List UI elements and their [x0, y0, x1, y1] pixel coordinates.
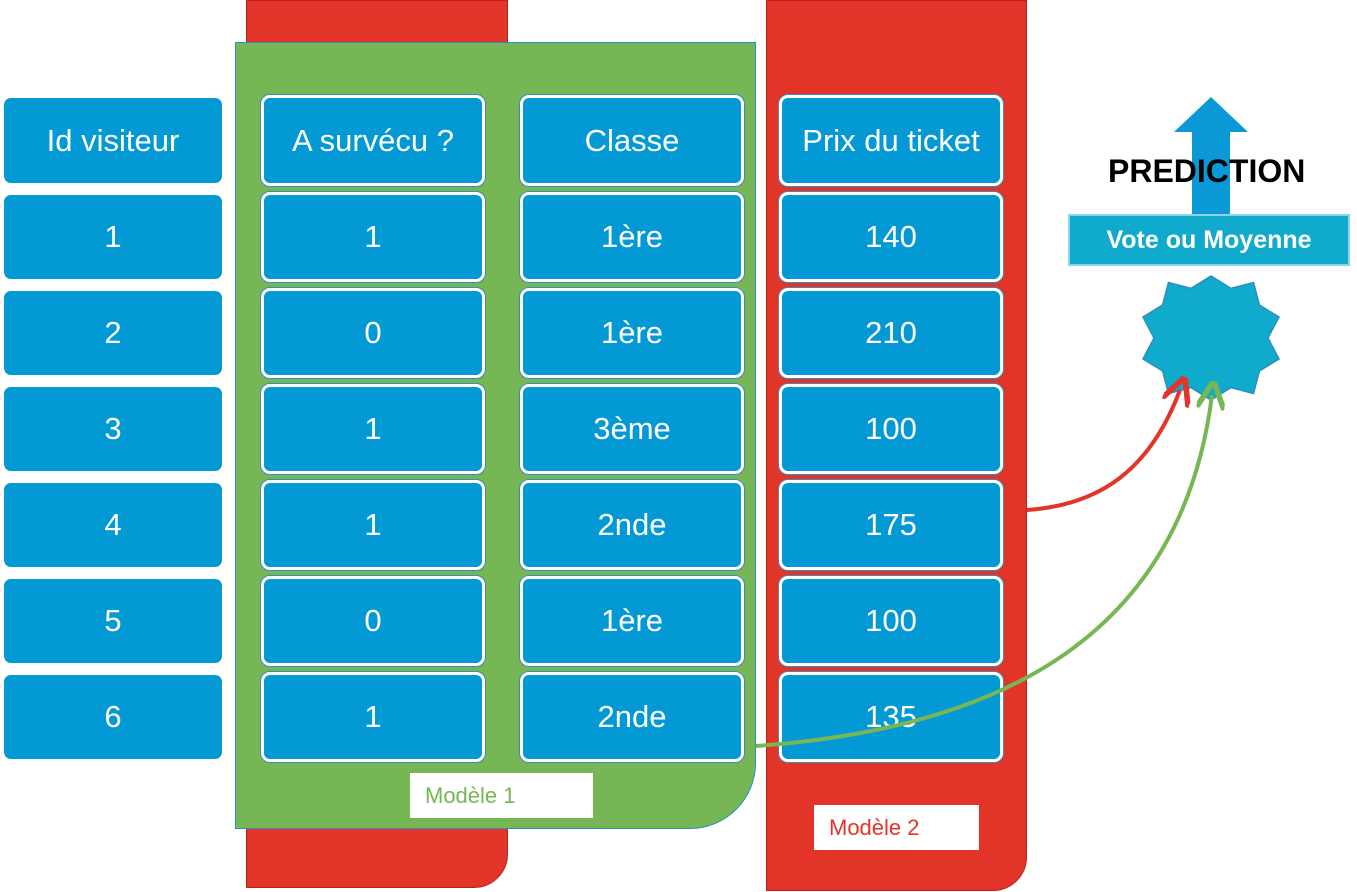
model1-arrow [755, 395, 1212, 748]
prix-cell: 100 [779, 384, 1003, 474]
model1-label: Modèle 1 [410, 773, 593, 818]
star-badge-icon [1142, 275, 1280, 401]
id-header: Id visiteur [4, 98, 222, 183]
survived-header: A survécu ? [261, 95, 485, 186]
classe-cell: 2nde [520, 480, 744, 570]
prix-cell: 210 [779, 288, 1003, 378]
id-cell: 1 [4, 195, 222, 279]
prix-cell: 175 [779, 480, 1003, 570]
prix-cell: 100 [779, 576, 1003, 666]
survived-cell: 0 [261, 288, 485, 378]
id-cell: 4 [4, 483, 222, 567]
id-cell: 2 [4, 291, 222, 375]
survived-cell: 1 [261, 672, 485, 762]
id-cell: 6 [4, 675, 222, 759]
aggregator-label: Vote ou Moyenne [1068, 214, 1350, 266]
arrow-up-icon [1174, 97, 1248, 214]
model2-arrow [1026, 390, 1180, 512]
survived-cell: 1 [261, 192, 485, 282]
classe-cell: 1ère [520, 192, 744, 282]
model2-label: Modèle 2 [814, 805, 979, 850]
classe-cell: 1ère [520, 288, 744, 378]
survived-cell: 1 [261, 480, 485, 570]
prediction-label: PREDICTION [1108, 153, 1306, 189]
id-cell: 3 [4, 387, 222, 471]
classe-cell: 3ème [520, 384, 744, 474]
classe-header: Classe [520, 95, 744, 186]
prix-cell: 140 [779, 192, 1003, 282]
survived-cell: 0 [261, 576, 485, 666]
classe-cell: 1ère [520, 576, 744, 666]
classe-cell: 2nde [520, 672, 744, 762]
prix-cell: 135 [779, 672, 1003, 762]
id-cell: 5 [4, 579, 222, 663]
survived-cell: 1 [261, 384, 485, 474]
prix-header: Prix du ticket [779, 95, 1003, 186]
